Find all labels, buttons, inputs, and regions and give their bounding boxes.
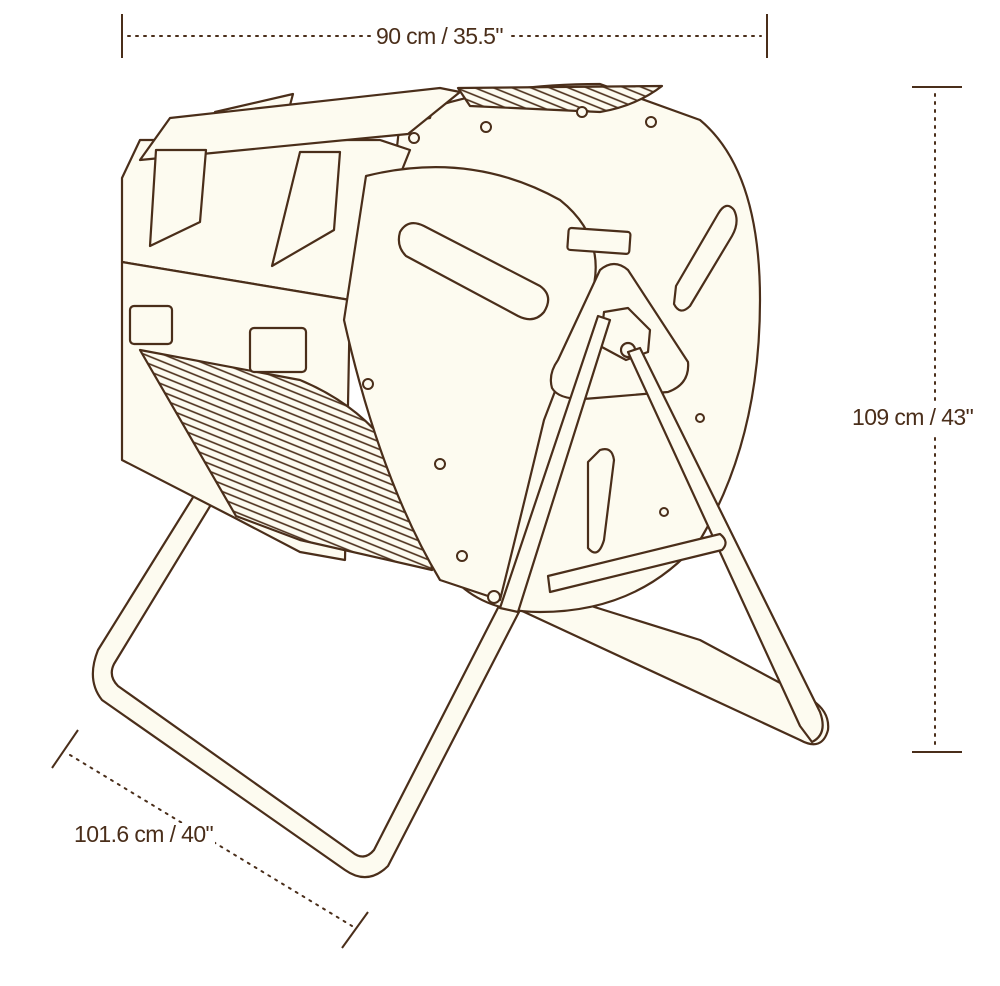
leg-front xyxy=(498,314,612,614)
door-window xyxy=(397,221,550,321)
height-label: 109 cm / 43" xyxy=(852,402,974,433)
width-label: 90 cm / 35.5" xyxy=(372,25,507,48)
leg-cross-brace xyxy=(546,532,727,594)
stand-side-legs xyxy=(498,314,824,744)
drum-top-lid xyxy=(138,86,462,162)
top-vent xyxy=(456,84,664,114)
width-dimension-line xyxy=(121,14,768,58)
lower-slot xyxy=(586,448,616,554)
label-plate xyxy=(566,226,632,255)
drum-door xyxy=(342,166,597,602)
side-vent-right xyxy=(248,326,308,374)
compost-drum xyxy=(120,82,762,614)
right-slot xyxy=(672,204,738,312)
latch-left xyxy=(148,148,208,248)
drum-bolts xyxy=(362,106,705,604)
height-dimension-line xyxy=(912,86,962,753)
depth-label: 101.6 cm / 40" xyxy=(72,821,216,847)
depth-dimension-line xyxy=(51,729,369,949)
side-vent-left xyxy=(128,304,174,346)
latch-right xyxy=(270,150,342,268)
